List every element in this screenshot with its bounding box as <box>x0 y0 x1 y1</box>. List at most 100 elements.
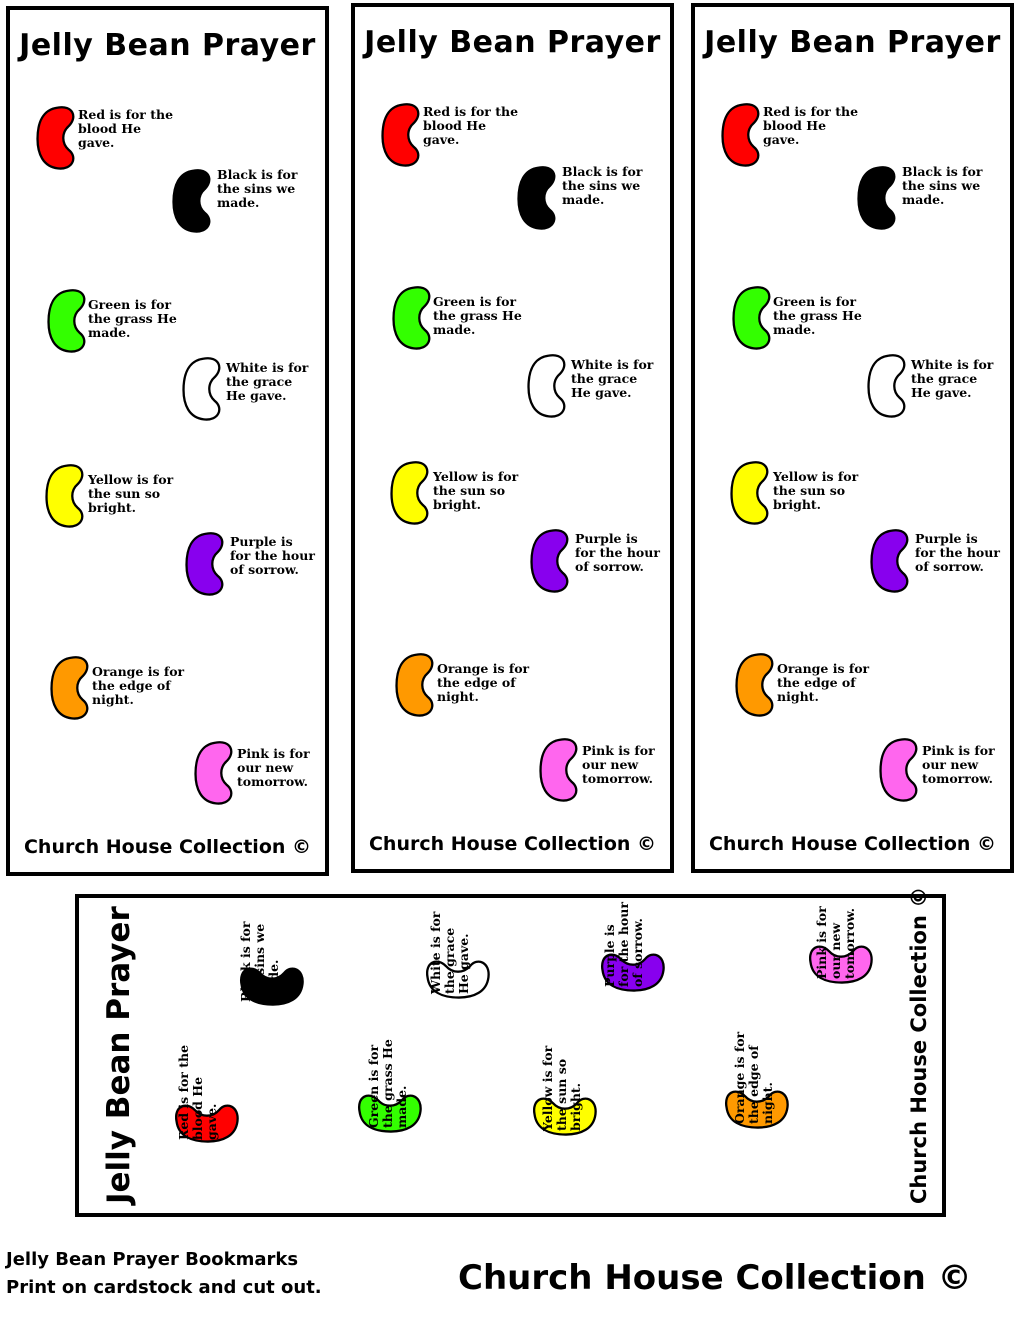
yellow-jelly-bean-shape <box>533 1097 597 1136</box>
red-verse: Red is for the blood He gave. <box>763 104 859 147</box>
purple-jelly-bean-shape <box>530 529 569 593</box>
pink-jelly-bean <box>809 945 873 984</box>
black-jelly-bean-shape <box>517 166 556 230</box>
bookmark-3: Jelly Bean Prayer Church House Collectio… <box>691 3 1014 873</box>
white-verse: White is for the grace He gave. <box>911 357 994 400</box>
white-verse: White is for the grace He gave. <box>428 911 471 994</box>
orange-verse: Orange is for the edge of night. <box>437 661 530 704</box>
white-jelly-bean <box>426 960 490 999</box>
black-jelly-bean-shape <box>240 967 304 1006</box>
orange-jelly-bean-shape <box>725 1090 789 1129</box>
white-jelly-bean-shape <box>426 960 490 999</box>
orange-jelly-bean <box>735 653 774 717</box>
orange-verse: Orange is for the edge of night. <box>777 661 870 704</box>
bookmark-footer: Church House Collection © <box>23 836 312 858</box>
pink-verse: Pink is for our new tomorrow. <box>922 743 995 786</box>
purple-jelly-bean <box>601 953 665 992</box>
pink-jelly-bean-shape <box>809 945 873 984</box>
bookmark-title: Jelly Bean Prayer <box>19 28 316 63</box>
yellow-verse: Yellow is for the sun so bright. <box>88 472 174 515</box>
white-verse: White is for the grace He gave. <box>571 357 654 400</box>
white-jelly-bean <box>527 354 566 418</box>
green-jelly-bean <box>47 289 86 353</box>
orange-jelly-bean-shape <box>735 653 774 717</box>
bookmark-1: Jelly Bean Prayer Church House Collectio… <box>6 6 329 876</box>
green-verse: Green is for the grass He made. <box>366 1039 409 1128</box>
purple-jelly-bean-shape <box>601 953 665 992</box>
black-verse: Black is for the sins we made. <box>238 921 281 1002</box>
white-jelly-bean <box>867 354 906 418</box>
yellow-jelly-bean-shape <box>45 464 84 528</box>
red-verse: Red is for the blood He gave. <box>78 107 174 150</box>
orange-verse: Orange is for the edge of night. <box>92 664 185 707</box>
red-verse: Red is for the blood He gave. <box>176 1044 219 1140</box>
green-jelly-bean-shape <box>358 1094 422 1133</box>
red-verse: Red is for the blood He gave. <box>423 104 519 147</box>
instructions-text: Jelly Bean Prayer Bookmarks Print on car… <box>6 1249 322 1298</box>
green-verse: Green is for the grass He made. <box>433 294 522 337</box>
yellow-jelly-bean-shape <box>390 461 429 525</box>
green-jelly-bean <box>732 286 771 350</box>
orange-jelly-bean <box>50 656 89 720</box>
purple-jelly-bean <box>870 529 909 593</box>
bookmark-2: Jelly Bean Prayer Church House Collectio… <box>351 3 674 873</box>
green-jelly-bean <box>392 286 431 350</box>
yellow-jelly-bean <box>45 464 84 528</box>
green-jelly-bean-shape <box>392 286 431 350</box>
pink-jelly-bean <box>194 741 233 805</box>
pink-jelly-bean-shape <box>194 741 233 805</box>
pink-jelly-bean <box>539 738 578 802</box>
purple-verse: Purple is for the hour of sorrow. <box>575 531 660 574</box>
pink-verse: Pink is for our new tomorrow. <box>814 906 857 979</box>
yellow-verse: Yellow is for the sun so bright. <box>773 469 859 512</box>
bookmark-footer: Church House Collection © <box>368 833 657 855</box>
orange-jelly-bean <box>725 1090 789 1129</box>
pink-jelly-bean-shape <box>539 738 578 802</box>
green-verse: Green is for the grass He made. <box>88 297 177 340</box>
black-verse: Black is for the sins we made. <box>217 167 298 210</box>
green-jelly-bean <box>358 1094 422 1133</box>
bookmark-footer: Church House Collection © <box>907 886 931 1204</box>
yellow-verse: Yellow is for the sun so bright. <box>433 469 519 512</box>
bookmark-footer: Church House Collection © <box>708 833 997 855</box>
red-jelly-bean <box>36 106 75 170</box>
orange-jelly-bean <box>395 653 434 717</box>
pink-jelly-bean <box>879 738 918 802</box>
pink-verse: Pink is for our new tomorrow. <box>237 746 310 789</box>
pink-verse: Pink is for our new tomorrow. <box>582 743 655 786</box>
red-jelly-bean <box>175 1104 239 1143</box>
red-jelly-bean-shape <box>381 103 420 167</box>
red-jelly-bean-shape <box>175 1104 239 1143</box>
red-jelly-bean <box>381 103 420 167</box>
purple-verse: Purple is for the hour of sorrow. <box>915 531 1000 574</box>
white-jelly-bean-shape <box>867 354 906 418</box>
yellow-jelly-bean <box>730 461 769 525</box>
purple-jelly-bean <box>185 532 224 596</box>
pink-jelly-bean-shape <box>879 738 918 802</box>
white-jelly-bean-shape <box>527 354 566 418</box>
black-verse: Black is for the sins we made. <box>562 164 643 207</box>
brand-footer: Church House Collection © <box>458 1258 972 1298</box>
black-jelly-bean <box>240 967 304 1006</box>
purple-jelly-bean <box>530 529 569 593</box>
orange-jelly-bean-shape <box>50 656 89 720</box>
green-jelly-bean-shape <box>732 286 771 350</box>
yellow-jelly-bean-shape <box>730 461 769 525</box>
black-jelly-bean-shape <box>857 166 896 230</box>
red-jelly-bean <box>721 103 760 167</box>
purple-verse: Purple is for the hour of sorrow. <box>230 534 315 577</box>
purple-jelly-bean-shape <box>870 529 909 593</box>
black-jelly-bean <box>172 169 211 233</box>
white-jelly-bean <box>182 357 221 421</box>
black-verse: Black is for the sins we made. <box>902 164 983 207</box>
bookmark-title: Jelly Bean Prayer <box>101 906 137 1204</box>
red-jelly-bean-shape <box>721 103 760 167</box>
orange-jelly-bean-shape <box>395 653 434 717</box>
black-jelly-bean <box>857 166 896 230</box>
white-verse: White is for the grace He gave. <box>226 360 309 403</box>
green-verse: Green is for the grass He made. <box>773 294 862 337</box>
bookmark-horizontal: Jelly Bean Prayer Church House Collectio… <box>75 887 946 1217</box>
purple-jelly-bean-shape <box>185 532 224 596</box>
yellow-verse: Yellow is for the sun so bright. <box>540 1045 583 1131</box>
red-jelly-bean-shape <box>36 106 75 170</box>
